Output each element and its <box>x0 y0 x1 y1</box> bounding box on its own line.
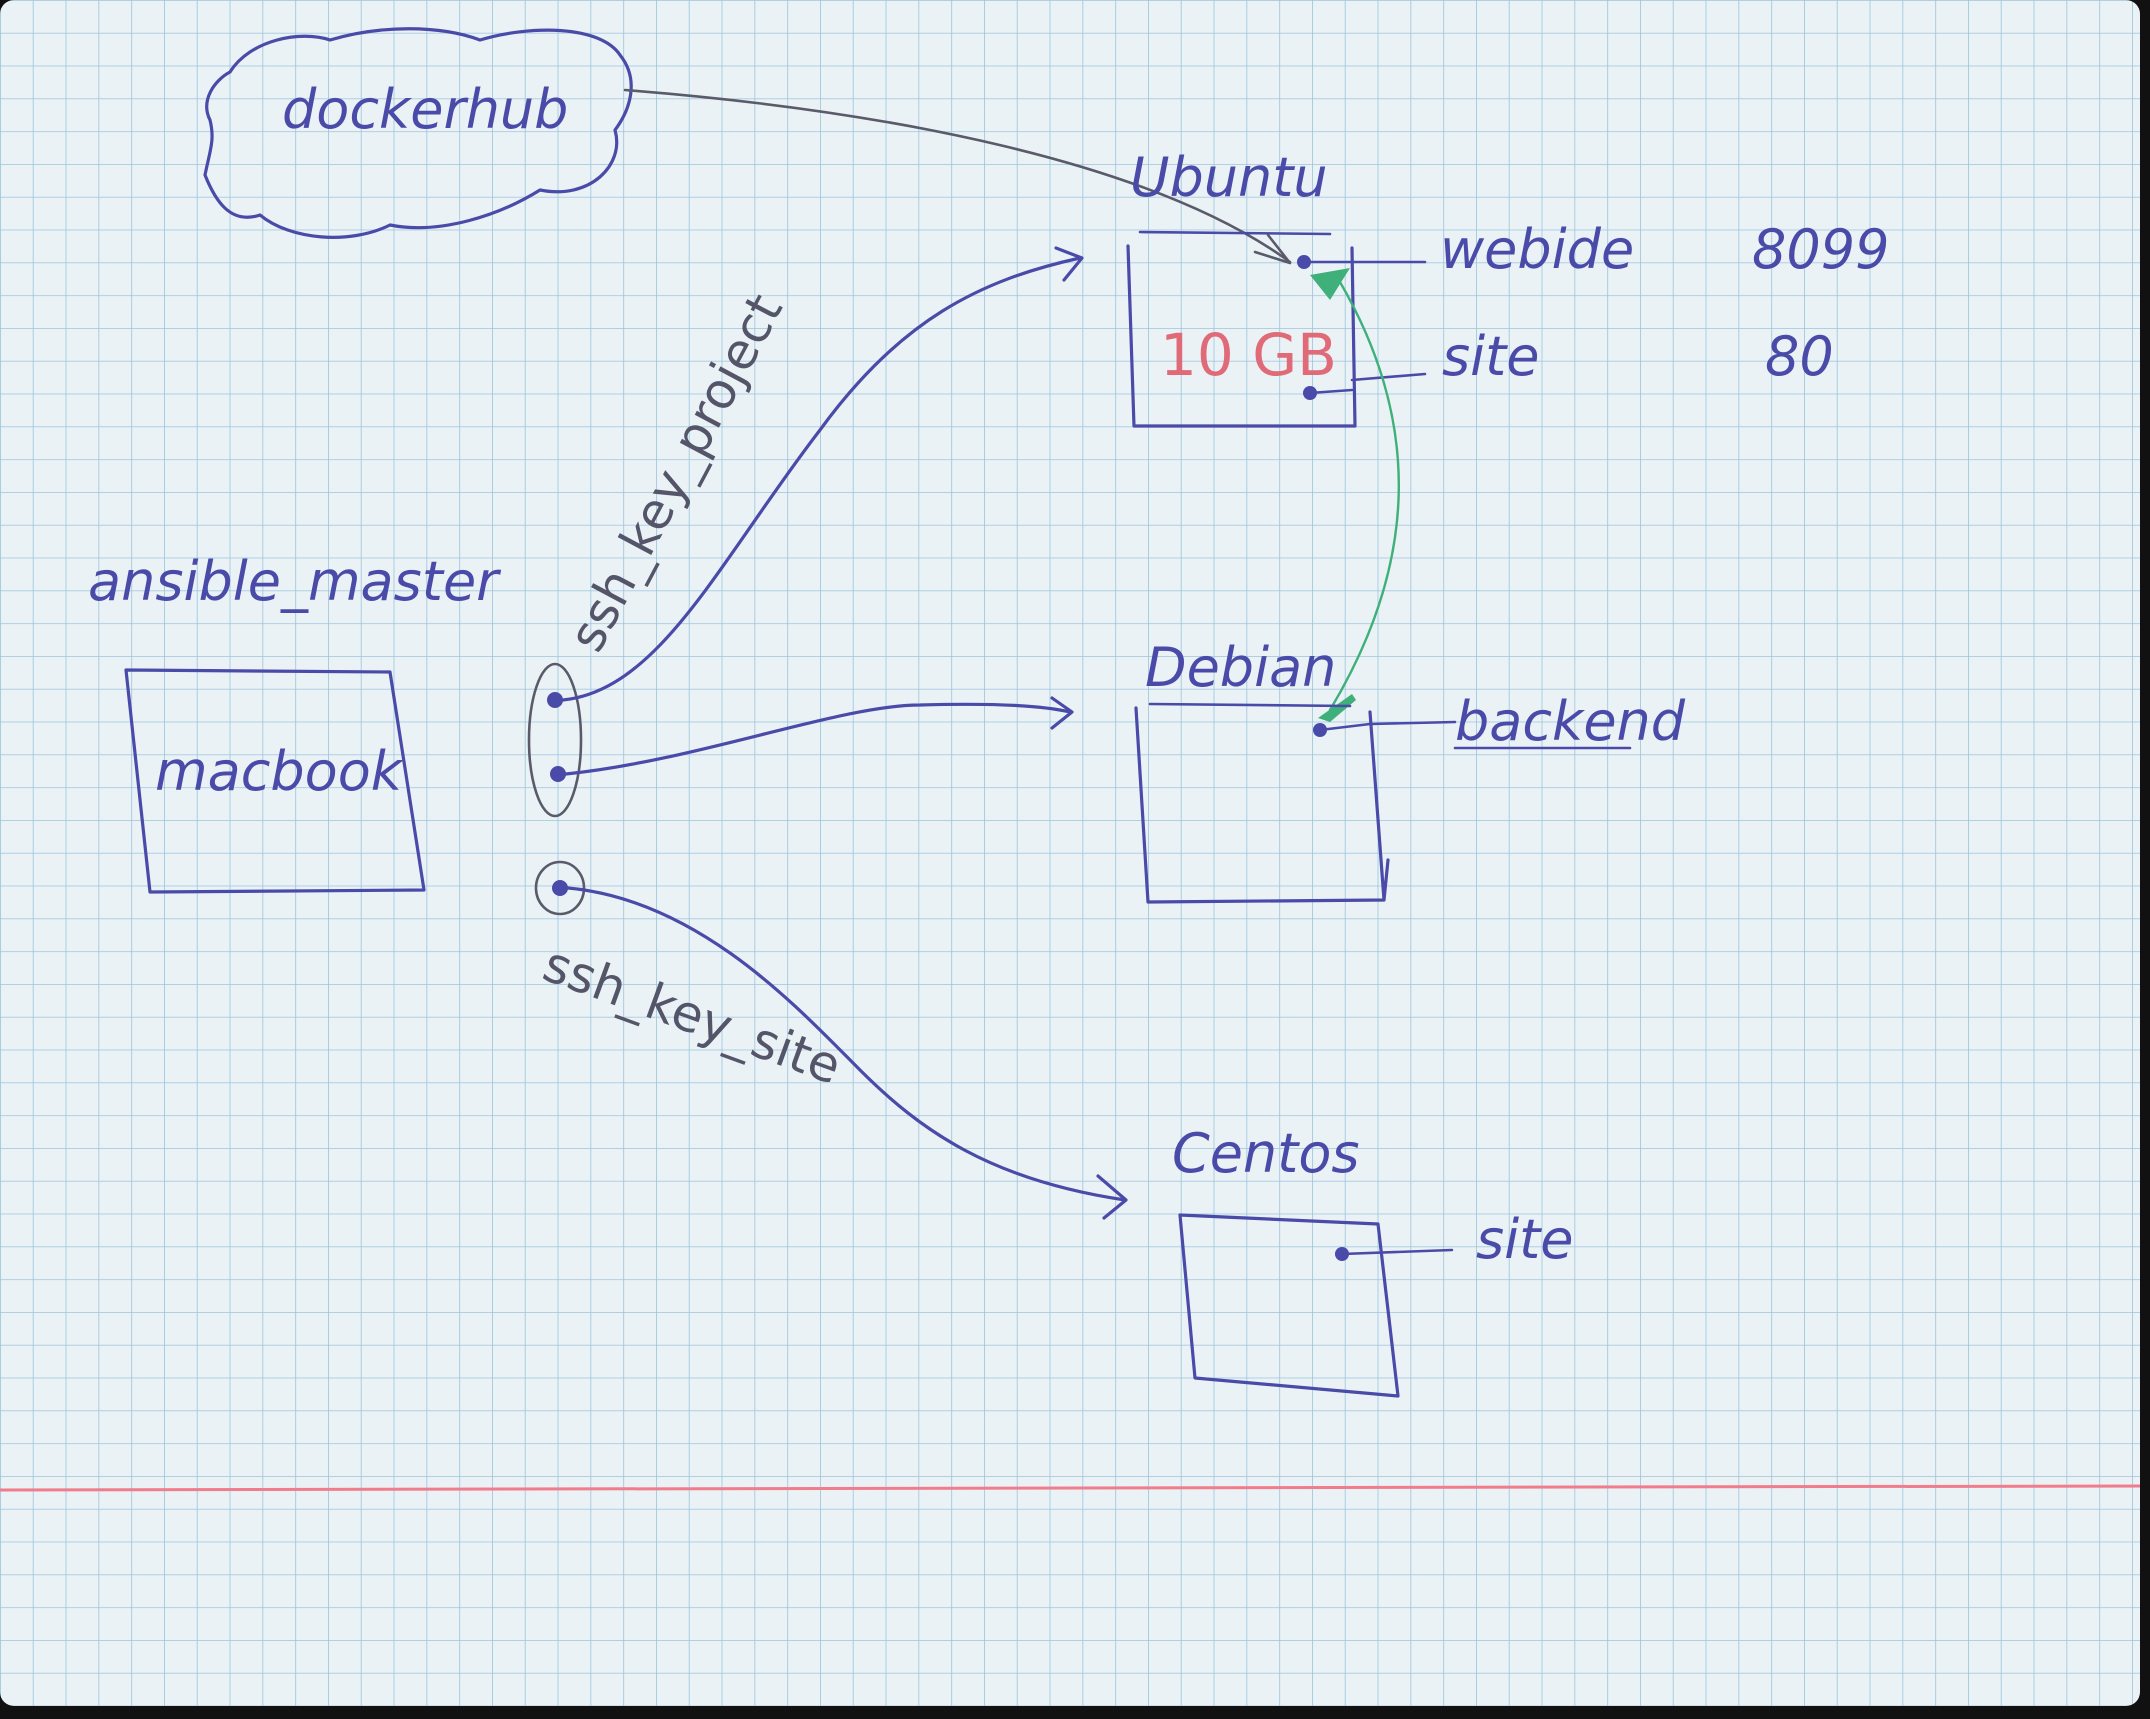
ansible-master-label: ansible_master <box>88 550 501 613</box>
dockerhub-to-webide-arrow <box>623 88 1292 264</box>
green-arrowhead-top <box>1310 268 1350 300</box>
backend-label: backend <box>1455 690 1686 753</box>
webide-backend-link <box>1328 280 1400 712</box>
webide-port: 8099 <box>1752 218 1889 281</box>
debian-label-underline <box>1148 702 1352 708</box>
key-dot-ubuntu <box>547 692 563 708</box>
ubuntu-site-label: site <box>1442 325 1540 388</box>
margin-line <box>0 1484 2141 1492</box>
edge-ansible-debian <box>564 702 1072 776</box>
debian-box <box>1134 706 1390 904</box>
edge-ansible-centos-arrowhead <box>1096 1174 1128 1220</box>
site-key-group <box>534 860 586 916</box>
key-dot-centos <box>552 880 568 896</box>
ubuntu-label-underline <box>1138 230 1332 236</box>
macbook-box <box>124 668 426 894</box>
backend-line <box>1318 720 1457 732</box>
ubuntu-disk-label: 10 GB <box>1160 321 1337 389</box>
ubuntu-label: Ubuntu <box>1130 146 1328 209</box>
centos-site-line <box>1340 1248 1454 1256</box>
webide-label: webide <box>1440 218 1634 281</box>
debian-label: Debian <box>1145 636 1336 699</box>
edge-ansible-ubuntu <box>561 256 1082 702</box>
edge-ansible-debian-arrowhead <box>1050 696 1074 730</box>
centos-site-label: site <box>1476 1208 1574 1271</box>
project-key-group <box>527 662 583 818</box>
green-arrowhead-bottom <box>1318 694 1356 722</box>
dockerhub-arrowhead <box>1253 233 1292 265</box>
centos-box <box>1178 1213 1400 1398</box>
dockerhub-label: dockerhub <box>282 78 568 141</box>
key-dot-debian <box>550 766 566 782</box>
centos-label: Centos <box>1172 1122 1360 1185</box>
ubuntu-box <box>1126 244 1357 428</box>
ubuntu-site-port: 80 <box>1765 325 1834 388</box>
dockerhub-cloud <box>203 27 633 239</box>
macbook-label: macbook <box>155 740 405 803</box>
edge-ansible-ubuntu-arrowhead <box>1054 246 1084 282</box>
ubuntu-site-line <box>1308 372 1427 395</box>
edge-ansible-centos <box>566 886 1127 1202</box>
